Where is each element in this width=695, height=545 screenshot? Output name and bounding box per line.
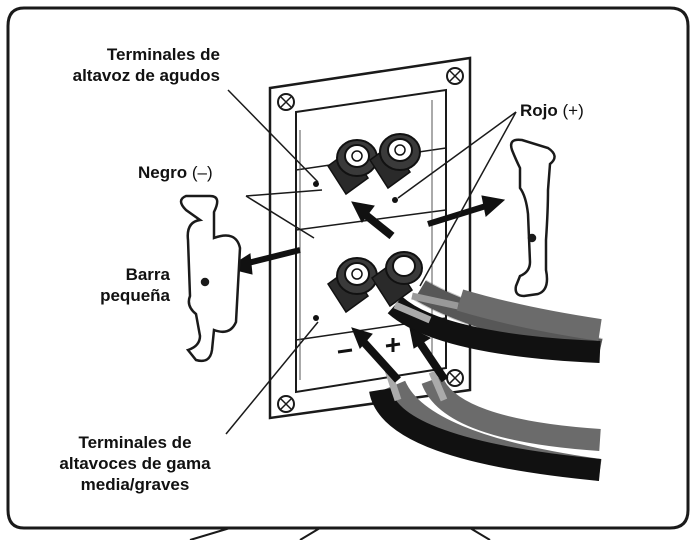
red-positive-label: Rojo (+)	[520, 100, 584, 121]
frame-bottom-notch	[189, 527, 491, 541]
woofer-label-line3: media/graves	[80, 475, 190, 494]
tweeter-label-line2: altavoz de agudos	[72, 66, 220, 85]
woofer-binding-posts	[313, 251, 423, 354]
jumper-bar-right	[509, 138, 556, 298]
black-sign: (–)	[191, 163, 213, 182]
tweeter-terminals-label: Terminales de altavoz de agudos	[60, 44, 220, 86]
tweeter-label-line1: Terminales de	[106, 45, 220, 64]
small-bar-line1: Barra	[125, 265, 170, 284]
black-word: Negro	[138, 163, 188, 182]
tweeter-binding-posts	[313, 133, 421, 203]
black-negative-label: Negro (–)	[138, 162, 213, 183]
small-bar-line2: pequeña	[100, 286, 170, 305]
speaker-cables	[369, 279, 603, 481]
terminal-plate	[268, 56, 472, 420]
woofer-label-line2: altavoces de gama	[59, 454, 211, 473]
red-sign: (+)	[562, 101, 584, 120]
woofer-terminals-label: Terminales de altavoces de gama media/gr…	[30, 432, 240, 495]
woofer-label-line1: Terminales de	[78, 433, 192, 452]
leader-lines	[225, 89, 517, 435]
small-bar-label: Barra pequeña	[90, 264, 170, 306]
jumper-bar-left	[179, 194, 242, 363]
red-word: Rojo	[520, 101, 558, 120]
screw-icon	[277, 67, 464, 413]
